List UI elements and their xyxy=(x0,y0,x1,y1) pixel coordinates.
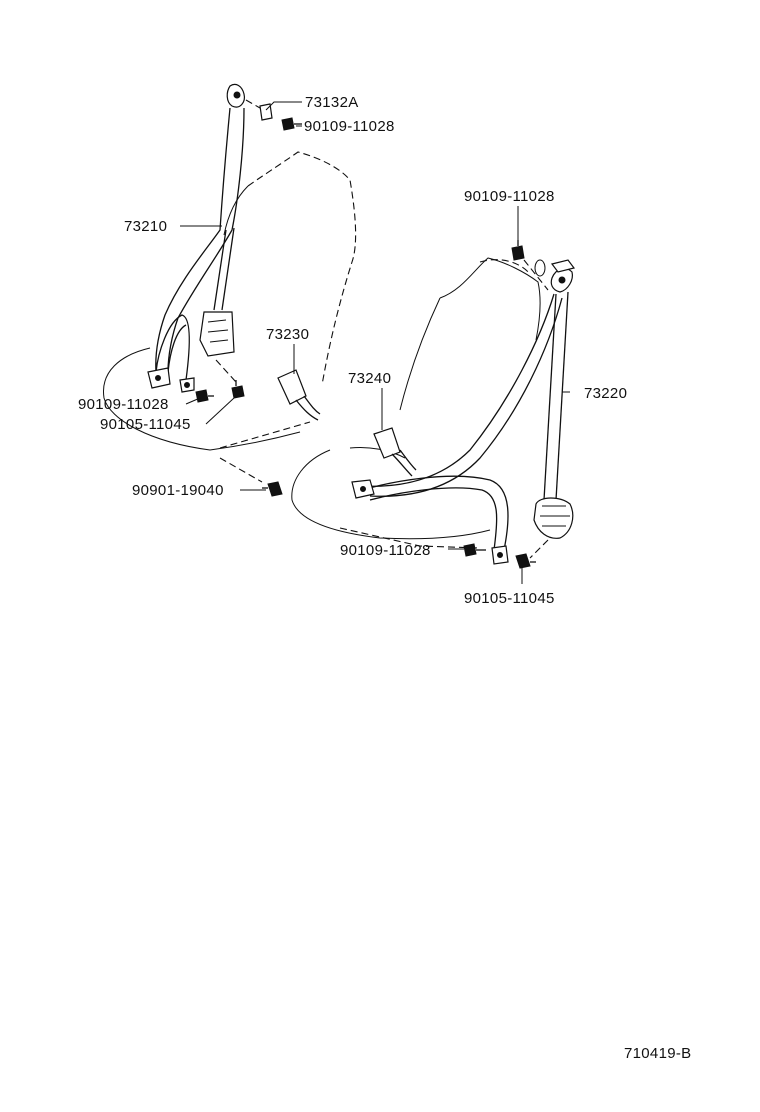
label-90105-left: 90105-11045 xyxy=(100,416,191,433)
left-lower-bolts xyxy=(195,359,245,403)
bolt-90105-right-icon xyxy=(515,553,531,569)
right-seatbelt-assembly xyxy=(351,259,576,565)
leader-lines xyxy=(180,101,570,584)
right-buckle-73240 xyxy=(373,427,417,477)
left-seatbelt-assembly xyxy=(147,83,245,393)
right-seat-outline xyxy=(291,257,541,549)
label-73132a: 73132A xyxy=(305,94,359,111)
label-73230: 73230 xyxy=(266,326,309,343)
left-buckle-73230 xyxy=(277,369,321,421)
label-73220: 73220 xyxy=(584,385,627,402)
bolt-90105-left-icon xyxy=(231,385,245,399)
buckle-73240-icon xyxy=(373,427,401,459)
left-seat-outline xyxy=(103,151,357,483)
left-retractor-icon xyxy=(199,311,235,357)
bolt-90901 xyxy=(262,481,283,497)
label-73210: 73210 xyxy=(124,218,167,235)
bolt-top-icon xyxy=(281,117,295,131)
part-labels: 73132A 90109-11028 73210 73230 90109-110… xyxy=(78,94,627,607)
label-90109-bottom: 90109-11028 xyxy=(340,542,431,559)
right-retractor-icon xyxy=(533,497,574,539)
bolt-90109-bottom-icon xyxy=(463,543,477,557)
bolt-90901-icon xyxy=(267,481,283,497)
top-cover-and-bolt xyxy=(245,99,302,131)
label-90109-left: 90109-11028 xyxy=(78,396,169,413)
bolt-90109-right-top-icon xyxy=(511,245,525,261)
right-bolts xyxy=(463,240,549,569)
buckle-73230-icon xyxy=(277,369,307,405)
cover-73132a-icon xyxy=(259,103,273,121)
label-90109-top: 90109-11028 xyxy=(304,118,395,135)
label-90901: 90901-19040 xyxy=(132,482,224,499)
drawing-number: 710419-B xyxy=(624,1045,691,1062)
bolt-90109-left-icon xyxy=(195,389,209,403)
label-90109-right-top: 90109-11028 xyxy=(464,188,555,205)
label-73240: 73240 xyxy=(348,370,391,387)
label-90105-right: 90105-11045 xyxy=(464,590,555,607)
